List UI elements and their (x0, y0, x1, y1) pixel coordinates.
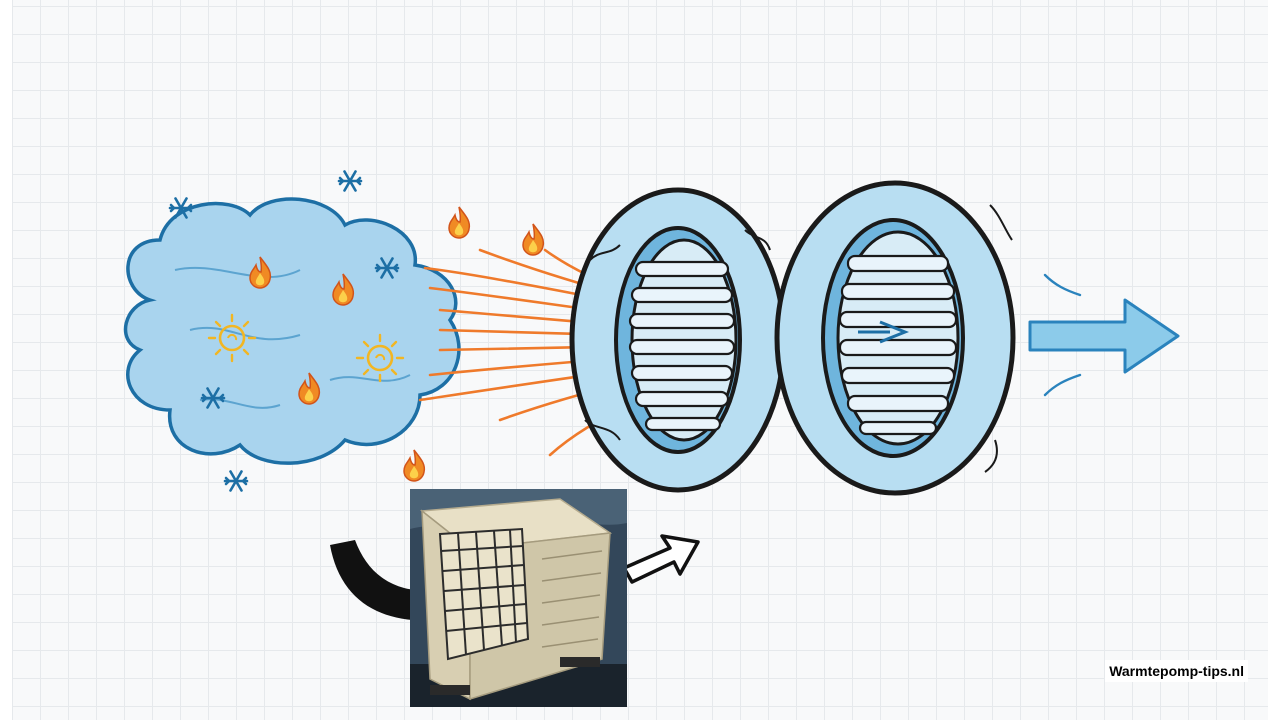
watermark: Warmtepomp-tips.nl (1105, 660, 1248, 682)
snowflake-icon (223, 470, 249, 492)
outlined-arrow-icon (622, 534, 700, 584)
flame-icon (448, 206, 471, 239)
coil-left (569, 187, 787, 493)
air-cloud (123, 197, 461, 465)
heat-pump-photo (410, 489, 627, 707)
snowflake-icon (337, 170, 363, 192)
right-margin (1268, 0, 1280, 720)
left-margin (0, 0, 12, 720)
flame-icon (403, 449, 426, 482)
coil-right (774, 180, 1016, 496)
arrow-right-icon (1028, 273, 1180, 397)
flame-icon (522, 223, 545, 256)
